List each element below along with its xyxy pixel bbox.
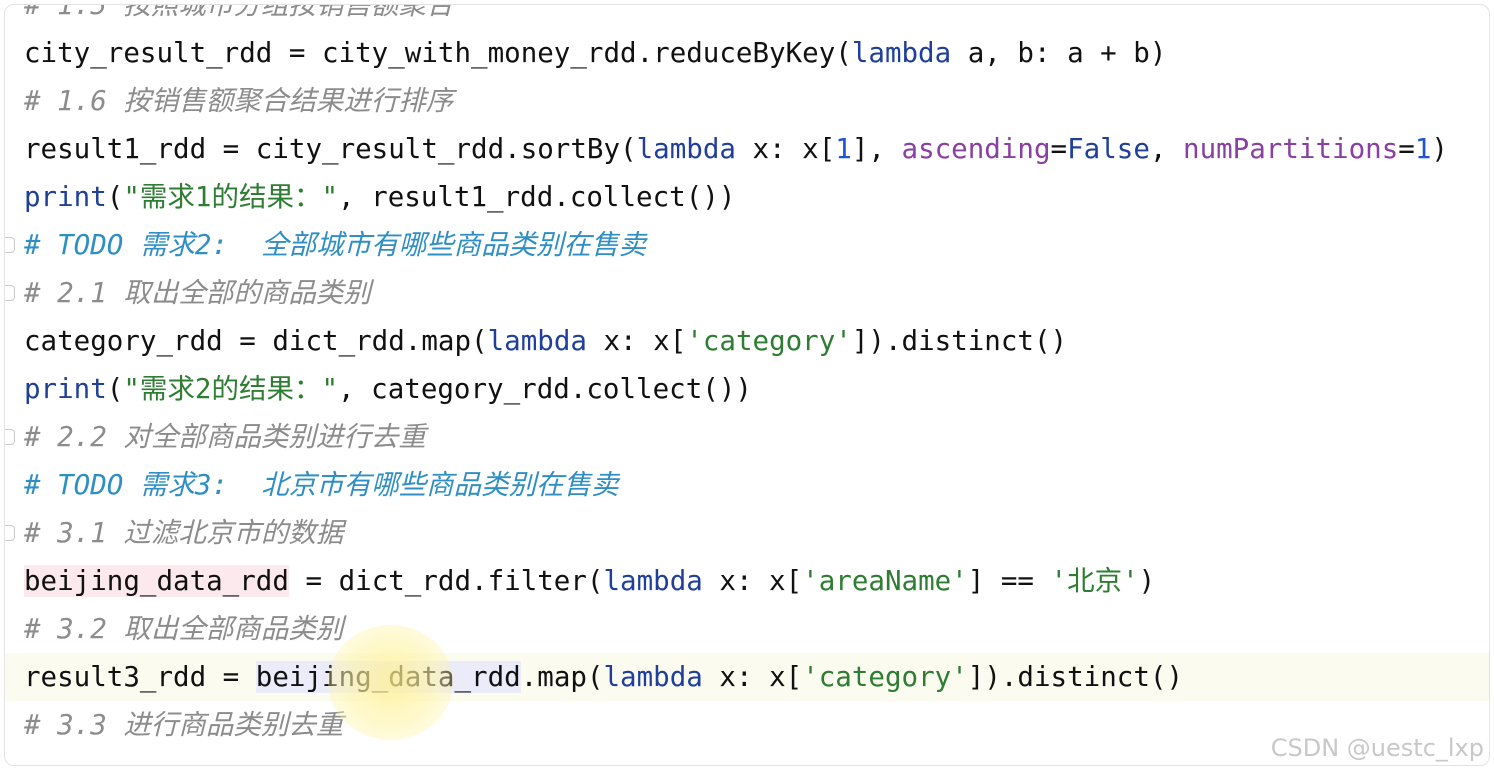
variable-usage-highlight[interactable]: beijing_data_rdd xyxy=(255,661,521,693)
number-literal: 1 xyxy=(835,133,852,165)
code-text: x: x[ xyxy=(702,661,803,693)
comment: # 3.3 进行商品类别去重 xyxy=(24,709,344,741)
code-line-3[interactable]: result1_rdd = city_result_rdd.sortBy(lam… xyxy=(5,125,1489,173)
comment: # 3.1 过滤北京市的数据 xyxy=(24,517,344,549)
code-text: , xyxy=(1149,133,1184,165)
code-text: ]).distinct() xyxy=(851,325,1068,357)
fold-marker-icon[interactable] xyxy=(5,237,15,253)
number-literal: 1 xyxy=(1414,133,1432,165)
comment: # 2.2 对全部商品类别进行去重 xyxy=(24,421,426,453)
string-literal: 'category' xyxy=(802,661,968,693)
kwarg-numpartitions: numPartitions xyxy=(1183,133,1399,165)
builtin-print: print xyxy=(24,181,107,213)
code-text: = xyxy=(1398,133,1415,165)
keyword-lambda: lambda xyxy=(603,565,703,597)
builtin-print: print xyxy=(24,373,107,405)
code-line-12[interactable]: beijing_data_rdd = dict_rdd.filter(lambd… xyxy=(5,557,1489,605)
code-line-10[interactable]: # TODO 需求3: 北京市有哪些商品类别在售卖 xyxy=(5,461,1489,509)
todo-hash: # xyxy=(24,469,58,501)
code-text: ] == xyxy=(967,565,1051,597)
code-text: result3_rdd = xyxy=(24,661,256,693)
code-line-8[interactable]: print("需求2的结果：", category_rdd.collect()) xyxy=(5,365,1489,413)
code-text: x: x[ xyxy=(735,133,836,165)
code-text: = xyxy=(1050,133,1068,165)
code-line-13[interactable]: # 3.2 取出全部商品类别 xyxy=(5,605,1489,653)
comment: # 1.5 按照城市分组按销售额聚合 xyxy=(24,4,454,21)
fold-marker-icon[interactable] xyxy=(5,429,15,445)
comment: # 1.6 按销售额聚合结果进行排序 xyxy=(24,85,454,117)
code-text: x: x[ xyxy=(586,325,687,357)
comment: # 3.2 取出全部商品类别 xyxy=(24,613,344,645)
code-line-5[interactable]: # TODO 需求2: 全部城市有哪些商品类别在售卖 xyxy=(5,221,1489,269)
variable-highlight[interactable]: beijing_data_rdd xyxy=(24,565,289,597)
code-editor[interactable]: # 1.5 按照城市分组按销售额聚合 city_result_rdd = cit… xyxy=(5,4,1489,749)
code-line-7[interactable]: category_rdd = dict_rdd.map(lambda x: x[… xyxy=(5,317,1489,365)
code-line-4[interactable]: print("需求1的结果：", result1_rdd.collect()) xyxy=(5,173,1489,221)
code-line-6[interactable]: # 2.1 取出全部的商品类别 xyxy=(5,269,1489,317)
string-literal: 'areaName' xyxy=(802,565,968,597)
code-text: city_result_rdd = city_with_money_rdd.re… xyxy=(24,37,852,69)
code-text: , category_rdd.collect()) xyxy=(338,373,752,405)
kwarg-ascending: ascending xyxy=(901,133,1051,165)
code-text: ) xyxy=(1431,133,1448,165)
code-line-15[interactable]: # 3.3 进行商品类别去重 xyxy=(5,701,1489,749)
code-text: ) xyxy=(1138,565,1156,597)
code-text: ]).distinct() xyxy=(967,661,1183,693)
code-text: x: x[ xyxy=(702,565,803,597)
code-line-1[interactable]: city_result_rdd = city_with_money_rdd.re… xyxy=(5,29,1489,77)
keyword-lambda: lambda xyxy=(851,37,952,69)
string-literal: "需求2的结果：" xyxy=(123,373,339,405)
code-text: ( xyxy=(106,181,124,213)
code-text: , result1_rdd.collect()) xyxy=(338,181,736,213)
string-literal: "需求1的结果：" xyxy=(123,181,339,213)
code-text: .map( xyxy=(520,661,604,693)
fold-marker-icon[interactable] xyxy=(5,285,15,301)
code-text: ], xyxy=(851,133,902,165)
comment: # 2.1 取出全部的商品类别 xyxy=(24,277,371,309)
todo-comment: TODO 需求2: 全部城市有哪些商品类别在售卖 xyxy=(57,229,647,261)
string-literal: '北京' xyxy=(1050,565,1139,597)
code-text: category_rdd = dict_rdd.map( xyxy=(24,325,488,357)
code-text: a, b: a + b) xyxy=(951,37,1167,69)
code-line-11[interactable]: # 3.1 过滤北京市的数据 xyxy=(5,509,1489,557)
code-text: ( xyxy=(106,373,124,405)
code-line-0[interactable]: # 1.5 按照城市分组按销售额聚合 xyxy=(5,4,1489,29)
fold-marker-icon[interactable] xyxy=(5,525,15,541)
keyword-lambda: lambda xyxy=(487,325,587,357)
code-line-14-current[interactable]: result3_rdd = beijing_data_rdd.map(lambd… xyxy=(5,653,1489,701)
keyword-lambda: lambda xyxy=(603,661,703,693)
todo-hash: # xyxy=(24,229,58,261)
string-literal: 'category' xyxy=(686,325,852,357)
constant-false: False xyxy=(1067,133,1150,165)
code-text: = dict_rdd.filter( xyxy=(288,565,604,597)
code-text: result1_rdd = city_result_rdd.sortBy( xyxy=(24,133,637,165)
keyword-lambda: lambda xyxy=(636,133,736,165)
code-line-9[interactable]: # 2.2 对全部商品类别进行去重 xyxy=(5,413,1489,461)
code-line-2[interactable]: # 1.6 按销售额聚合结果进行排序 xyxy=(5,77,1489,125)
screenshot-frame: # 1.5 按照城市分组按销售额聚合 city_result_rdd = cit… xyxy=(4,4,1490,766)
todo-comment: TODO 需求3: 北京市有哪些商品类别在售卖 xyxy=(57,469,619,501)
watermark: CSDN @uestc_lxp xyxy=(1270,734,1484,762)
